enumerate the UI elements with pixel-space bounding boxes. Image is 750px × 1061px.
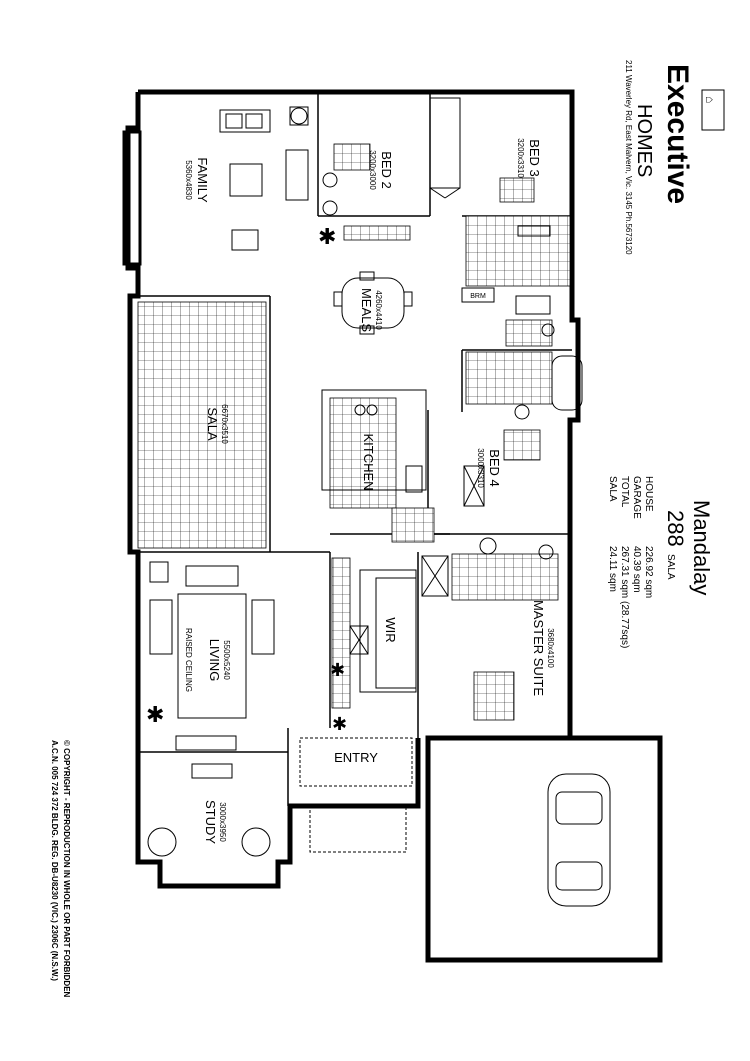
ensuite-bath-tiles: [465, 351, 553, 405]
room-study-name: STUDY: [203, 800, 218, 844]
room-family-dim: 5360x4830: [184, 160, 193, 200]
room-entry-name: ENTRY: [334, 750, 378, 765]
room-meals-dim: 4260x4410: [374, 290, 383, 330]
room-labels: FAMILY 5360x4830 BED 2 3200x3000 BED 3 3…: [184, 138, 555, 844]
room-living-name: LIVING: [207, 639, 222, 682]
brand-sub: HOMES: [633, 104, 655, 177]
house-logo-icon: ⌂: [703, 96, 717, 103]
room-living-dim: 5500x5240: [222, 640, 231, 680]
copyright-block: © COPYRIGHT - REPRODUCTION IN WHOLE OR P…: [50, 740, 71, 998]
family-window: [122, 130, 142, 266]
room-meals-name: MEALS: [359, 288, 374, 332]
room-bed3-dim: 3200x3310: [516, 138, 525, 178]
svg-text:✱: ✱: [330, 660, 345, 681]
room-wir-name: WIR: [383, 617, 398, 642]
room-brm-name: BRM: [470, 293, 486, 300]
svg-text:✱: ✱: [146, 703, 164, 728]
area-garage-value: 40.39 sqm: [631, 546, 642, 593]
car-icon: [547, 773, 611, 907]
model-number: 288: [663, 510, 688, 547]
room-kitchen-name: KITCHEN: [361, 433, 376, 490]
brand-block: Executive HOMES ⌂ 211 Waverley Rd, East …: [624, 60, 725, 255]
area-total-value: 267.31 sqm (28.77sqs): [619, 546, 630, 648]
ensuite-tiles: [451, 553, 559, 601]
area-house-value: 226.92 sqm: [643, 546, 654, 598]
model-name: Mandalay: [689, 500, 714, 595]
room-bed2-dim: 3200x3000: [368, 150, 377, 190]
furniture: [122, 97, 611, 907]
model-block: Mandalay 288 SALA HOUSE 226.92 sqm GARAG…: [607, 476, 714, 648]
area-total-label: TOTAL: [619, 476, 630, 508]
room-master-dim: 3680x4100: [546, 628, 555, 668]
room-bed3-name: BED 3: [527, 139, 542, 177]
area-house-label: HOUSE: [643, 476, 654, 512]
brand-address: 211 Waverley Rd, East Malvern, Vic. 3145…: [624, 60, 633, 255]
area-sala-value: 24.11 sqm: [607, 546, 618, 592]
room-sala-name: SALA: [205, 407, 220, 441]
outer-walls: [125, 89, 663, 963]
room-bed2-name: BED 2: [379, 151, 394, 189]
room-master-name: MASTER SUITE: [531, 600, 546, 696]
copyright-line2: A.C.N. 005 724 372 BLDG. REG. DB-U8230 (…: [50, 740, 59, 981]
living-rug: [177, 593, 247, 719]
sala-tiles: [137, 301, 267, 549]
room-family-name: FAMILY: [195, 157, 210, 203]
tiled-areas: [137, 143, 571, 721]
copyright-line1: © COPYRIGHT - REPRODUCTION IN WHOLE OR P…: [62, 740, 71, 998]
svg-text:✱: ✱: [332, 714, 347, 735]
model-number-suffix: SALA: [665, 554, 676, 580]
room-bed4-dim: 3000x3310: [476, 448, 485, 488]
bathroom-tiles: [465, 215, 571, 287]
area-sala-label: SALA: [607, 476, 618, 502]
svg-text:✱: ✱: [318, 225, 336, 250]
plant-icon: ✱ ✱ ✱ ✱: [146, 225, 347, 735]
room-bed4-name: BED 4: [487, 449, 502, 487]
room-study-dim: 3000x3950: [218, 802, 227, 842]
room-sala-dim: 6670x3510: [220, 404, 229, 444]
room-living-note: RAISED CEILING: [184, 628, 193, 692]
brand-name: Executive: [661, 64, 694, 204]
bath-icon: [551, 355, 583, 411]
area-garage-label: GARAGE: [631, 476, 642, 519]
